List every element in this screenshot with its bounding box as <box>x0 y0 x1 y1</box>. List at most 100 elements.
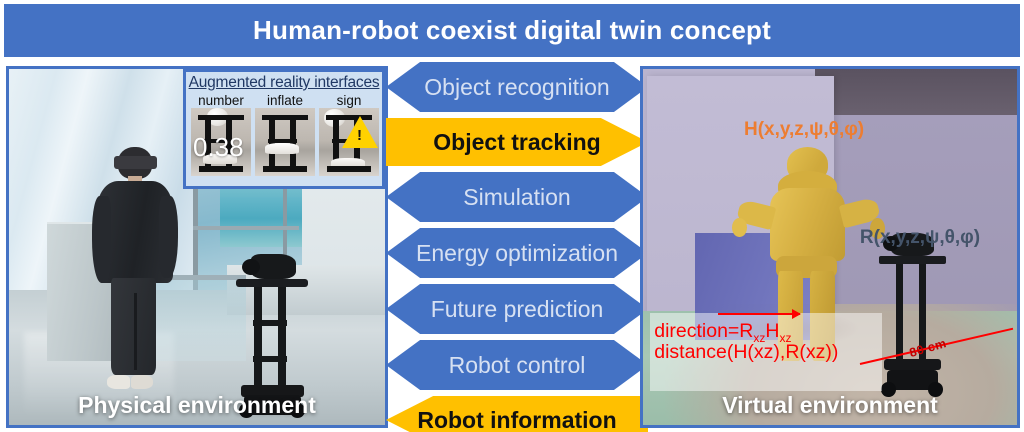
direction-equation-mid: H <box>765 319 780 342</box>
flow-label-robot-information: Robot information <box>417 406 617 432</box>
robot-column-right <box>278 286 286 389</box>
thumb-mid-bar <box>204 139 233 144</box>
thumb3-column-left <box>333 118 340 171</box>
flow-label-future-prediction: Future prediction <box>430 295 604 322</box>
virtual-human-avatar <box>732 147 886 361</box>
ar-item-inflate-label: inflate <box>266 93 304 108</box>
physical-robot <box>235 254 310 418</box>
ar-item-number-label: number <box>198 93 244 108</box>
thumb2-inflated-pillow <box>264 143 300 155</box>
robot-chassis <box>243 394 301 415</box>
virtual-robot-top-plate <box>878 255 946 264</box>
thumb-pillow <box>203 154 237 164</box>
robot-column-left <box>254 286 262 389</box>
thumb3-pillow <box>331 158 365 168</box>
virtual-robot-wheel-left <box>881 381 897 397</box>
robot-wheel-left <box>239 403 255 418</box>
ar-overlay-title: Augmented reality interfaces <box>188 74 380 91</box>
direction-equation-sub2: xz <box>779 330 792 345</box>
flow-row-simulation[interactable]: Simulation <box>386 172 648 222</box>
virtual-robot-camera-icon <box>882 236 899 251</box>
flow-row-future-prediction[interactable]: Future prediction <box>386 284 648 334</box>
flow-row-energy-optimization[interactable]: Energy optimization <box>386 228 648 278</box>
virtual-robot-base-plate <box>883 358 941 371</box>
person-left-shoe <box>107 374 130 390</box>
warning-triangle-icon <box>342 116 378 149</box>
direction-equation: direction=RxzHxz <box>654 320 791 349</box>
inflate-thumbnail-icon <box>255 108 315 176</box>
thumb-bottom-bar <box>199 166 243 172</box>
ar-overlay-columns: number 0.38 inflate <box>186 92 382 176</box>
arrow-robot-information: Robot information <box>386 396 648 432</box>
flow-label-object-recognition: Object recognition <box>424 73 610 100</box>
thumb3-bottom-bar <box>327 166 371 172</box>
distance-equation: distance(H(xz),R(xz)) <box>654 341 839 364</box>
robot-crossbar-upper <box>252 319 288 327</box>
figure-title-bar: Human-robot coexist digital twin concept <box>4 4 1020 57</box>
person-neck <box>128 176 142 187</box>
robot-top-plate <box>236 278 309 287</box>
physical-environment-caption: Physical environment <box>78 392 316 418</box>
robot-camera-icon <box>242 259 261 276</box>
virtual-robot-wheel-right <box>928 381 944 397</box>
person-leg-split <box>134 292 138 370</box>
thumb2-mid-bar <box>268 139 297 144</box>
process-flow-arrows: Object recognition Object tracking Simul… <box>386 62 648 432</box>
direction-equation-sub1: xz <box>753 330 766 345</box>
person-right-arm <box>159 195 179 279</box>
robot-pose-label: R(x,y,z,ψ,θ,φ) <box>859 227 981 249</box>
ar-item-number[interactable]: number 0.38 <box>191 93 251 176</box>
physical-environment-panel: Augmented reality interfaces number 0.38 <box>6 66 388 428</box>
flow-row-object-recognition[interactable]: Object recognition <box>386 62 648 112</box>
ar-item-inflate[interactable]: inflate <box>255 93 315 176</box>
person-right-shoe <box>130 374 154 390</box>
avatar-right-hand <box>870 217 886 240</box>
virtual-environment-caption: Virtual environment <box>722 392 938 418</box>
equation-backdrop <box>650 312 883 392</box>
ar-number-value: 0.38 <box>193 132 244 162</box>
door-rail <box>133 275 246 281</box>
thumb-column-right <box>225 118 232 171</box>
virtual-robot-chassis <box>886 370 938 390</box>
augmented-reality-overlay-box: Augmented reality interfaces number 0.38 <box>183 69 385 189</box>
flow-row-object-tracking[interactable]: Object tracking <box>386 118 648 166</box>
human-pose-label: H(x,y,z,ψ,θ,φ) <box>743 118 865 140</box>
person-legs <box>110 278 156 375</box>
avatar-torso <box>769 187 846 261</box>
thumb2-bottom-bar <box>263 166 307 172</box>
number-thumbnail-icon: 0.38 <box>191 108 251 176</box>
warning-sign-thumbnail-icon: ! <box>319 108 379 176</box>
ar-item-sign-label: sign <box>336 93 362 108</box>
virtual-robot <box>878 232 946 397</box>
page-title: Human-robot coexist digital twin concept <box>253 15 771 45</box>
arrow-object-tracking: Object tracking <box>386 118 648 166</box>
flow-row-robot-control[interactable]: Robot control <box>386 340 648 390</box>
virtual-robot-column-left <box>896 263 903 363</box>
thumb2-top-bar <box>262 114 308 121</box>
direction-arrow-icon <box>717 308 802 319</box>
window-mullion-horizontal <box>193 225 299 230</box>
arrow-object-recognition: Object recognition <box>386 62 648 112</box>
avatar-left-hand <box>732 217 747 238</box>
avatar-right-leg <box>809 271 835 361</box>
person-figure <box>91 147 179 390</box>
virtual-environment-panel: H(x,y,z,ψ,θ,φ) R(x,y,z,ψ,θ,φ) direction=… <box>640 66 1020 428</box>
direction-equation-prefix: direction=R <box>654 319 754 342</box>
flow-label-energy-optimization: Energy optimization <box>416 239 618 266</box>
flow-label-robot-control: Robot control <box>448 351 586 378</box>
exclamation-mark-icon: ! <box>357 127 362 145</box>
person-left-arm <box>91 195 111 283</box>
virtual-robot-column-right <box>918 263 926 363</box>
hmd-headset-icon <box>114 155 158 170</box>
arrow-future-prediction: Future prediction <box>386 284 648 334</box>
ar-item-sign[interactable]: sign ! <box>319 93 379 176</box>
flow-row-robot-information[interactable]: Robot information <box>386 396 648 432</box>
robot-crossbar-lower <box>252 355 288 363</box>
thumb-top-bar <box>198 114 244 121</box>
arrow-energy-optimization: Energy optimization <box>386 228 648 278</box>
robot-wheel-right <box>290 403 306 418</box>
flow-label-object-tracking: Object tracking <box>433 128 601 155</box>
robot-base-plate <box>240 385 304 397</box>
arrow-simulation: Simulation <box>386 172 648 222</box>
